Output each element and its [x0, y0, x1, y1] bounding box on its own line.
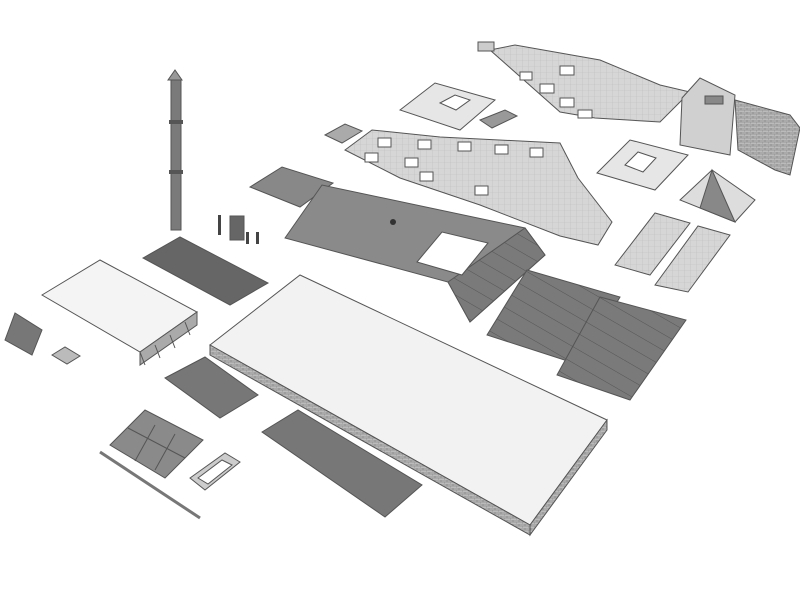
- roof-panel: [284, 184, 546, 323]
- wall-panel-right: [596, 139, 689, 191]
- small-window-part: [477, 41, 495, 52]
- small-wall-with-window: [398, 82, 497, 131]
- platform-table: [41, 259, 198, 366]
- small-props: [218, 215, 259, 244]
- double-door: [109, 409, 204, 479]
- floor-strip-1: [614, 212, 691, 276]
- dark-panel-small: [164, 356, 259, 419]
- small-block: [51, 346, 81, 365]
- chimney-column: [167, 69, 183, 231]
- small-frame-part: [323, 123, 364, 144]
- wall-with-windows: [344, 129, 613, 246]
- window-frame: [189, 452, 241, 491]
- tall-side-walls: [679, 77, 800, 176]
- vent-window-part: [478, 109, 519, 129]
- floor-strip-2: [654, 225, 731, 293]
- dark-panel-long: [261, 409, 423, 518]
- dark-floor-panel: [141, 236, 270, 306]
- small-floor-tile: [248, 166, 335, 208]
- rail-rod: [99, 450, 201, 520]
- triangular-gable-piece: [679, 168, 756, 223]
- fence-piece: [4, 312, 43, 356]
- plank-board-2: [556, 296, 687, 401]
- gable-wall-top-right: [488, 44, 691, 123]
- large-platform: [209, 274, 608, 537]
